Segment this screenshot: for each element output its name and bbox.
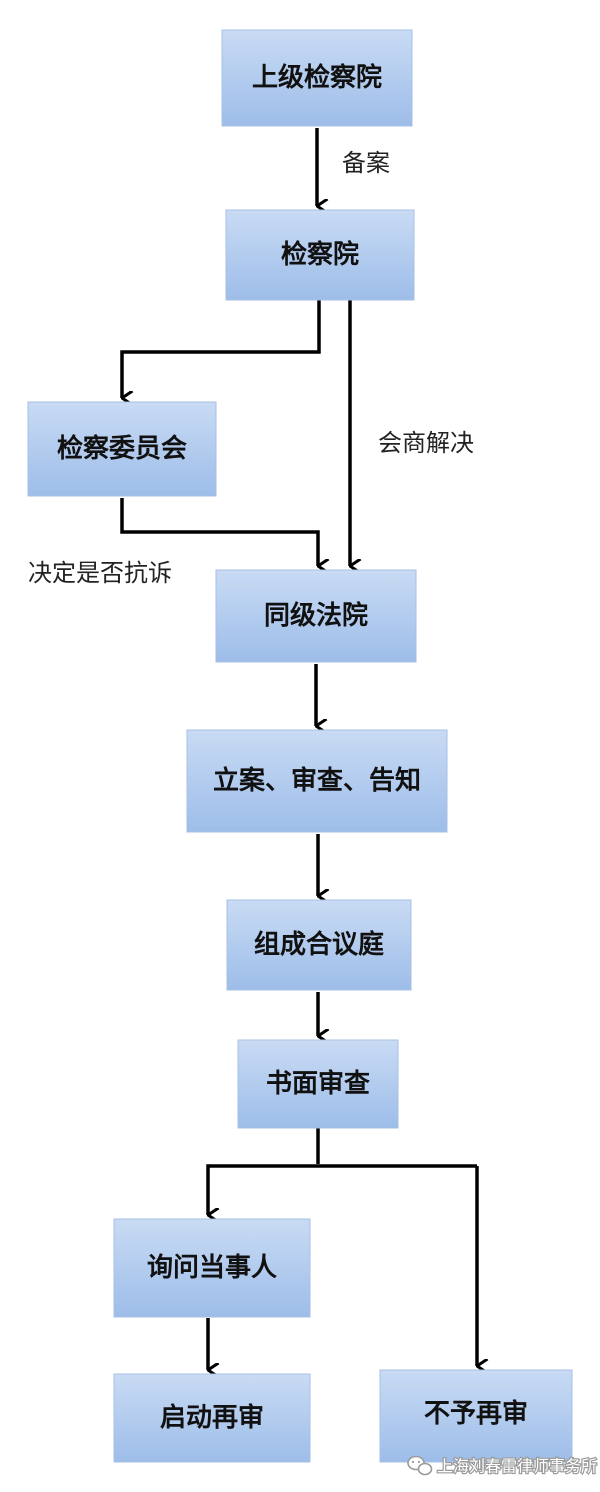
edge-label-decide-protest: 决定是否抗诉 [28, 559, 172, 587]
connectors [120, 128, 477, 1370]
node-written-review: 书面审查 [237, 1039, 399, 1129]
node-label: 启动再审 [160, 1402, 264, 1433]
node-no-retrial: 不予再审 [379, 1369, 573, 1463]
node-label: 检察委员会 [57, 433, 187, 464]
watermark-text: 上海刘春雷律师事务所 [437, 1457, 597, 1476]
node-label: 书面审查 [266, 1068, 370, 1099]
node-collegiate-panel: 组成合议庭 [226, 899, 412, 991]
node-label: 上级检察院 [252, 62, 382, 93]
node-filing-review-notify: 立案、审查、告知 [186, 729, 448, 833]
node-superior-procuratorate: 上级检察院 [221, 29, 413, 127]
node-same-level-court: 同级法院 [215, 569, 417, 663]
node-procuratorial-committee: 检察委员会 [27, 401, 217, 497]
node-label: 同级法院 [264, 600, 368, 631]
node-label: 不予再审 [424, 1398, 528, 1429]
node-procuratorate: 检察院 [225, 209, 415, 301]
connector-review-to-question [206, 1164, 477, 1215]
watermark: 上海刘春雷律师事务所 [407, 1455, 598, 1477]
node-question-parties: 询问当事人 [113, 1218, 311, 1318]
edge-label-filing: 备案 [342, 149, 390, 177]
connector-committee-to-court [120, 498, 318, 566]
connector-procuratorate-to-committee [120, 300, 321, 398]
node-label: 组成合议庭 [254, 929, 384, 960]
node-label: 立案、审查、告知 [213, 765, 421, 796]
wechat-icon [407, 1455, 433, 1476]
node-label: 询问当事人 [147, 1253, 277, 1283]
edge-label-consultation: 会商解决 [378, 429, 474, 457]
node-start-retrial: 启动再审 [113, 1373, 311, 1463]
node-label: 检察院 [281, 239, 359, 270]
